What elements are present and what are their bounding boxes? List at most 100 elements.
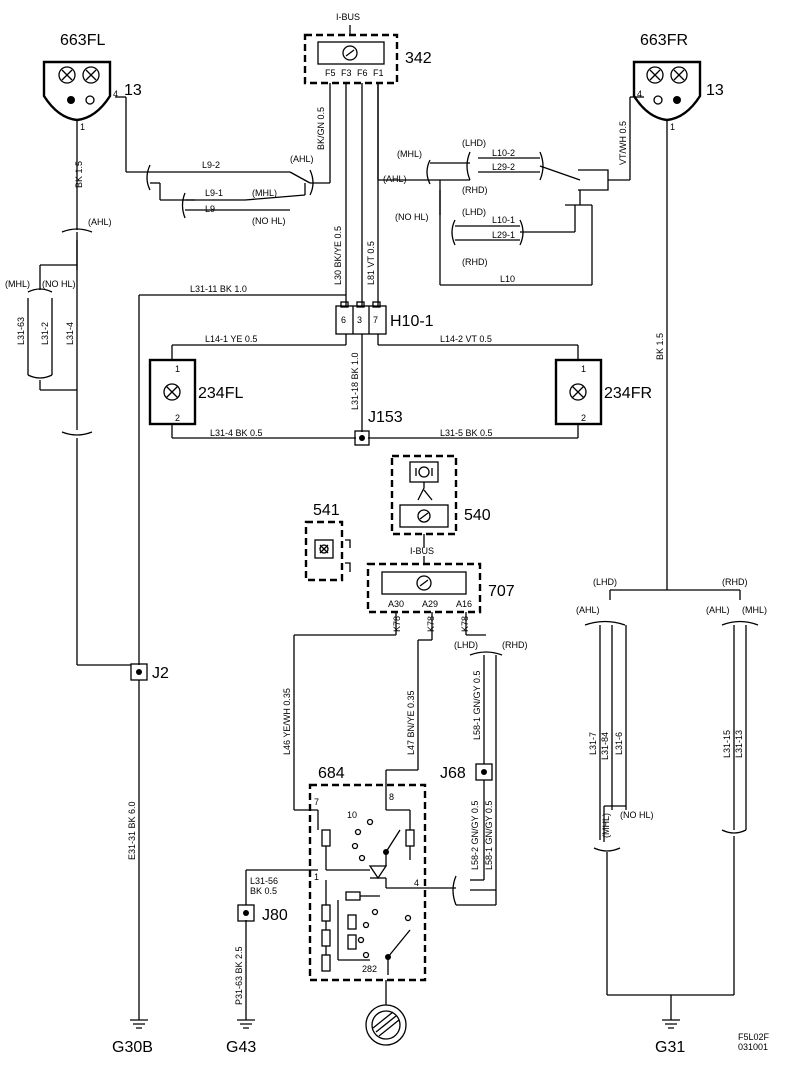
pin-7-684: 7 [314,797,319,807]
label-j68: J68 [440,765,466,782]
wires-707 [293,612,503,906]
wire-k78-c: K78 [460,616,470,632]
label-13-left: 13 [124,82,142,99]
headlamp-663fl: 1 4 [42,60,118,132]
wire-k78-a: K78 [392,616,402,632]
variant-ahl-g2: (AHL) [706,605,730,615]
wire-l29-1: L29-1 [492,230,515,240]
variant-nohl-r: (NO HL) [395,212,429,222]
wires-h10-feed [345,83,379,306]
label-342: 342 [405,50,432,67]
wire-l9-2: L9-2 [202,160,220,170]
label-540: 540 [464,507,491,524]
pin-label: 4 [113,89,118,99]
splice-j153 [354,430,370,446]
wires-top-left [115,83,331,219]
pin-f6: F6 [357,68,368,78]
label-663fl: 663FL [60,32,105,49]
headlamp-663fr: 1 4 [632,60,702,132]
variant-mhl-v: (MHL) [601,813,611,838]
wire-l81: L81 VT 0.5 [366,241,376,285]
variant-mhl-r: (MHL) [397,149,422,159]
variant-ahl: (AHL) [290,154,314,164]
wire-vt-wh: VT/WH 0.5 [618,121,628,165]
pin-f3: F3 [341,68,352,78]
wire-l31-6: L31-6 [614,732,624,755]
wire-k78-b: K78 [426,616,436,632]
label-j2: J2 [152,665,169,682]
wire-l31-56: L31-56 [250,876,278,886]
splice-j68 [475,763,493,781]
ibus-label-mid: I-BUS [410,546,434,556]
label-234fr: 234FR [604,385,652,402]
variant-rhd-k: (RHD) [502,640,528,650]
pin-7: 7 [373,315,378,325]
label-541: 541 [313,502,340,519]
wires-j80 [245,869,318,1020]
wire-l31-7: L31-7 [588,732,598,755]
label-684: 684 [318,765,345,782]
module-342 [303,25,399,85]
wire-l31-15: L31-15 [722,730,732,758]
wire-l31-18: L31-18 BK 1.0 [350,352,360,410]
wire-l30: L30 BK/YE 0.5 [333,226,343,285]
wire-l46: L46 YE/WH 0.35 [282,688,292,755]
wire-l31-63: L31-63 [16,317,26,345]
pin-6: 6 [341,315,346,325]
wires-left [27,120,346,1020]
label-g43: G43 [226,1039,256,1056]
wire-l31-11: L31-11 BK 1.0 [190,284,247,294]
variant-nohl-b: (NO HL) [620,810,654,820]
variant-lhd-r1: (LHD) [462,138,486,148]
pin-3: 3 [357,315,362,325]
variant-ahl-g1: (AHL) [576,605,600,615]
ground-symbols [130,1019,680,1029]
wire-bk-15-right: BK 1.5 [655,333,665,360]
pin-10-684: 10 [347,810,357,820]
wire-p31-63: P31-63 BK 2.5 [234,946,244,1005]
variant-lhd-k: (LHD) [454,640,478,650]
ibus-label-top: I-BUS [336,12,360,22]
connector-h10-1 [335,301,387,335]
variant-no-hl: (NO HL) [252,216,286,226]
lamp-234fl: 1 2 [148,358,197,426]
ref-code: F5L02F [738,1032,770,1042]
lamp-234fr: 1 2 [554,358,603,426]
pin-a29: A29 [422,599,438,609]
pin-label: 1 [581,364,586,374]
pin-a30: A30 [388,599,404,609]
wire-l31-5: L31-5 BK 0.5 [440,428,493,438]
wire-l58-1: L58-1 GN/GY 0.5 [472,671,482,740]
splice-j80 [237,904,255,922]
pin-label: 4 [637,89,642,99]
variant-lhd-g: (LHD) [593,577,617,587]
label-g30b: G30B [112,1039,153,1056]
wire-l31-56-size: BK 0.5 [250,886,277,896]
splice-j2 [130,663,148,681]
pin-label: 2 [581,413,586,423]
variant-mhl-g: (MHL) [742,605,767,615]
pin-f5: F5 [325,68,336,78]
wire-l9: L9 [205,204,215,214]
wire-l58-2-b: L58-2 GN/GY 0.5 [470,801,480,870]
label-h10-1: H10-1 [390,313,434,330]
wire-l14-1: L14-1 YE 0.5 [205,334,257,344]
variant-rhd-r2: (RHD) [462,257,488,267]
pin-f1: F1 [373,68,384,78]
light-switch-knob [365,980,407,1046]
module-540 [390,454,458,548]
label-g31: G31 [655,1039,685,1056]
pin-label: 2 [175,413,180,423]
variant-mhl-l: (MHL) [5,279,30,289]
ref-date: 031001 [738,1042,768,1052]
wire-l10: L10 [500,274,515,284]
variant-ahl-r: (AHL) [383,174,407,184]
wire-l31-13: L31-13 [734,730,744,758]
wire-l29-2: L29-2 [492,162,515,172]
label-13-right: 13 [706,82,724,99]
label-234fl: 234FL [198,385,243,402]
pin-a16: A16 [456,599,472,609]
wire-bk-15-left: BK 1.5 [74,161,84,188]
